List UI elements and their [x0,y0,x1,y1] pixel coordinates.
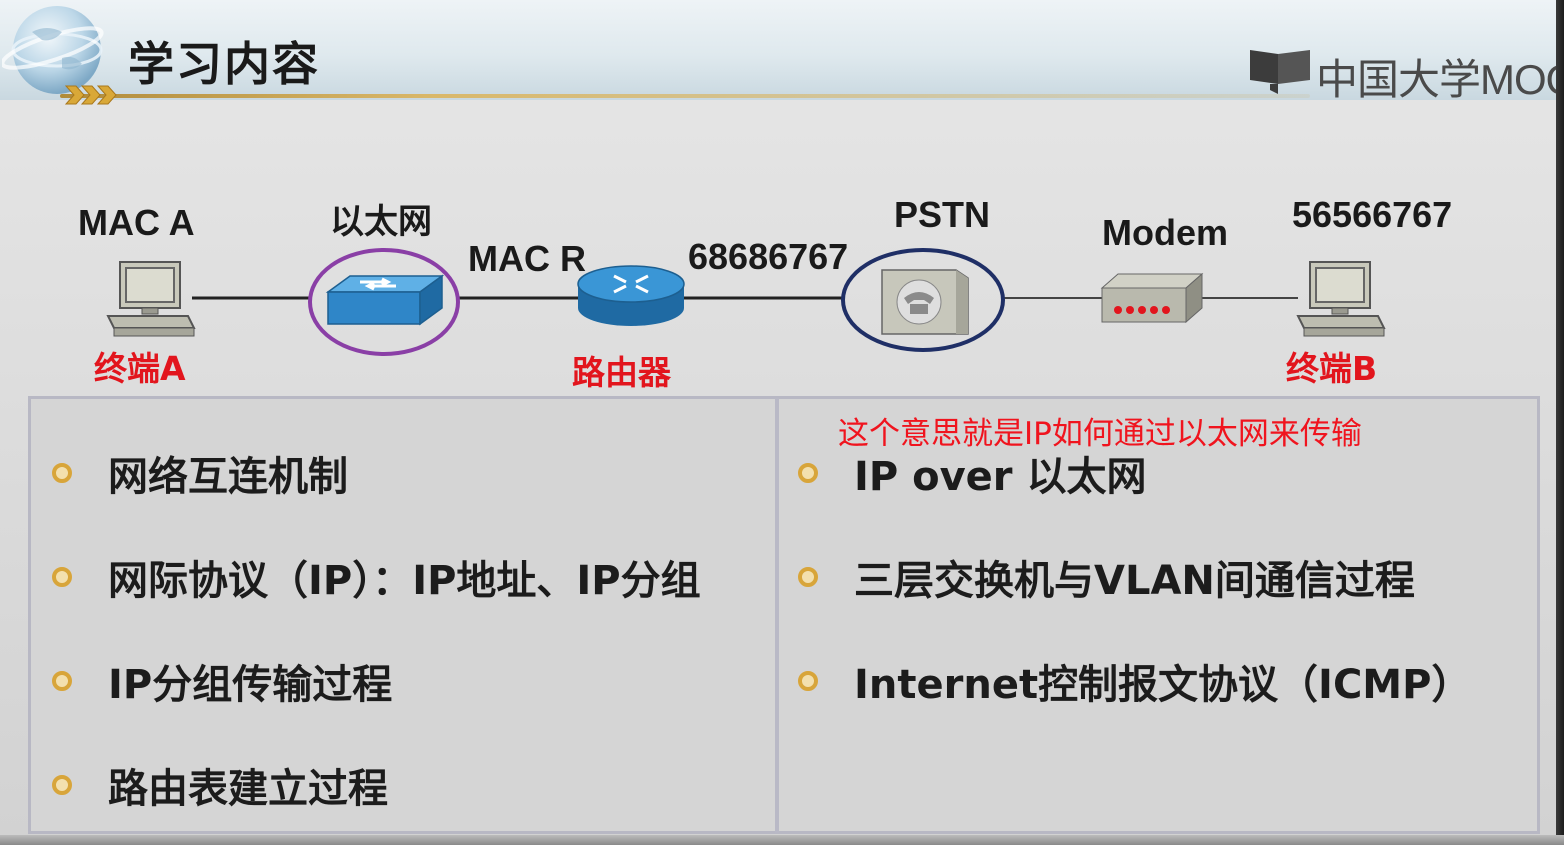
bullet-icon [798,567,818,587]
red-annotation: 这个意思就是IP如何通过以太网来传输 [838,416,1362,452]
mac-r-label: MAC R [468,238,586,279]
list-item: IP分组传输过程 [52,652,392,710]
chevron-arrows-icon [64,85,117,105]
header-band [0,0,1564,100]
ethernet-switch-icon [308,248,460,356]
modem-icon [1100,272,1204,324]
list-item-text: 路由表建立过程 [108,766,388,812]
router-caption: 路由器 [572,353,671,392]
terminal-b-computer-icon [1296,261,1386,337]
bullet-icon [52,775,72,795]
terminal-b-number-label: 56566767 [1292,194,1453,235]
list-item-text: 三层交换机与VLAN间通信过程 [854,558,1415,604]
header-divider [60,94,1310,98]
page-title: 学习内容 [128,37,320,91]
mac-a-label: MAC A [78,202,195,243]
connection-lines [192,296,1298,300]
list-item: 网际协议（IP）：IP地址、IP分组 [52,548,701,606]
modem-label: Modem [1102,212,1228,253]
router-number-label: 68686767 [688,236,849,277]
network-diagram: MAC A 以太网 MAC R 68686767 PSTN Modem 5656… [0,120,1564,392]
window-edge [1556,0,1564,845]
bullet-icon [798,671,818,691]
list-item: 路由表建立过程 [52,756,388,814]
pstn-label: PSTN [894,194,991,235]
column-divider [775,398,779,833]
list-item-text: IP over 以太网 [854,454,1147,500]
bullet-icon [52,463,72,483]
globe-icon [2,6,104,94]
list-item-text: 网络互连机制 [108,454,348,500]
list-item: Internet控制报文协议（ICMP） [798,652,1471,710]
mooc-logo [1250,50,1310,94]
bottom-edge [0,835,1564,845]
terminal-a-caption: 终端A [94,349,186,388]
ethernet-label: 以太网 [330,202,432,242]
bullet-icon [798,463,818,483]
content-panel [28,396,1540,834]
list-item: 网络互连机制 [52,444,348,502]
terminal-a-computer-icon [106,261,196,337]
bullet-icon [52,567,72,587]
pstn-phone-switch-icon [841,248,1005,352]
mooc-logo-text: 中国大学MOOC [1316,56,1564,103]
router-icon [577,265,685,326]
list-item-text: 网际协议（IP）：IP地址、IP分组 [108,558,701,604]
list-item-text: IP分组传输过程 [108,662,393,708]
list-item-text: Internet控制报文协议（ICMP） [854,662,1472,708]
list-item: IP over 以太网 [798,444,1146,502]
terminal-b-caption: 终端B [1286,349,1378,388]
bullet-icon [52,671,72,691]
list-item: 三层交换机与VLAN间通信过程 [798,548,1415,606]
